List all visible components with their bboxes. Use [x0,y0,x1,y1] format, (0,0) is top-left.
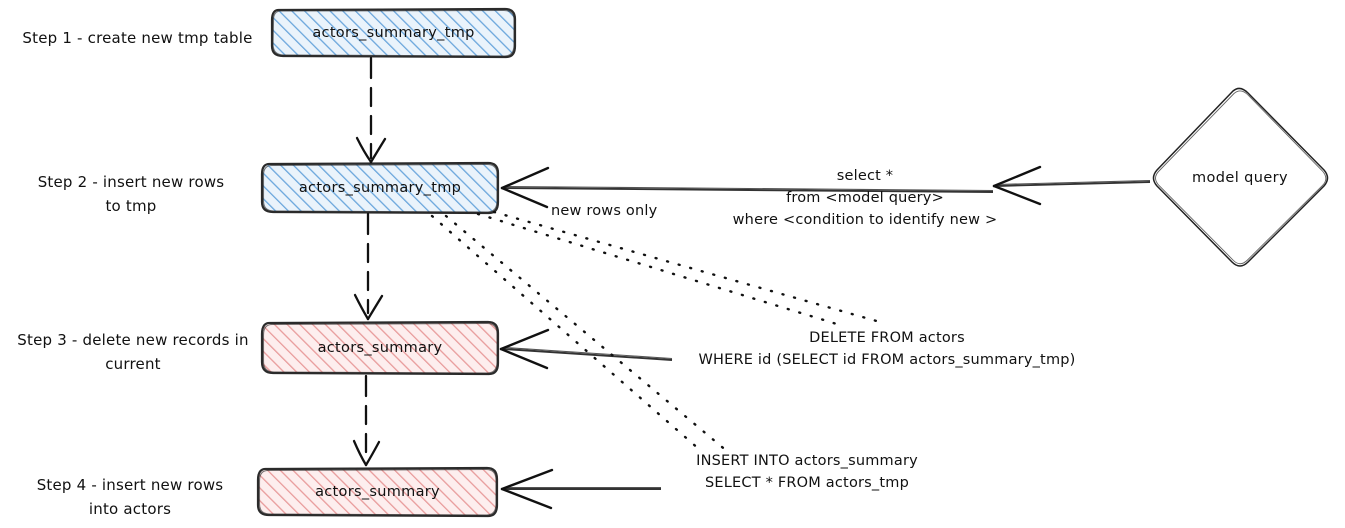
edge-insert-into-actors [500,468,661,510]
node-model-query[interactable] [1152,87,1329,267]
node-actors-2[interactable] [256,466,499,518]
edge-model-query [992,165,1151,206]
node-tmp-2[interactable] [260,161,500,215]
step-label-3: Step 3 - delete new records in current [17,331,249,373]
edge-label-delete-sql: DELETE FROM actors WHERE id (SELECT id F… [698,330,1076,368]
step-label-1: Step 1 - create new tmp table [22,29,253,47]
edge-label-insert-sql: INSERT INTO actors_summary SELECT * FROM… [696,453,918,491]
flow-arrow-step2-to-step3 [353,212,384,321]
node-tmp-1[interactable] [270,7,517,59]
step-label-2: Step 2 - insert new rows to tmp [37,173,225,215]
edge-label-model-query-sql: select * from <model query> where <condi… [732,168,998,228]
step-label-4: Step 4 - insert new rows into actors [36,476,224,518]
edge-new-rows-only [500,166,994,209]
edge-delete-from-actors [499,328,673,370]
edge-label-new-rows-only: new rows only [551,203,658,219]
flow-arrow-step1-to-step2 [355,56,387,164]
flow-arrow-step3-to-step4 [352,374,381,467]
node-actors-1[interactable] [260,320,500,376]
node-model-query-label: model query [1191,170,1289,186]
dotted-link-tmp-to-insert [430,214,730,454]
